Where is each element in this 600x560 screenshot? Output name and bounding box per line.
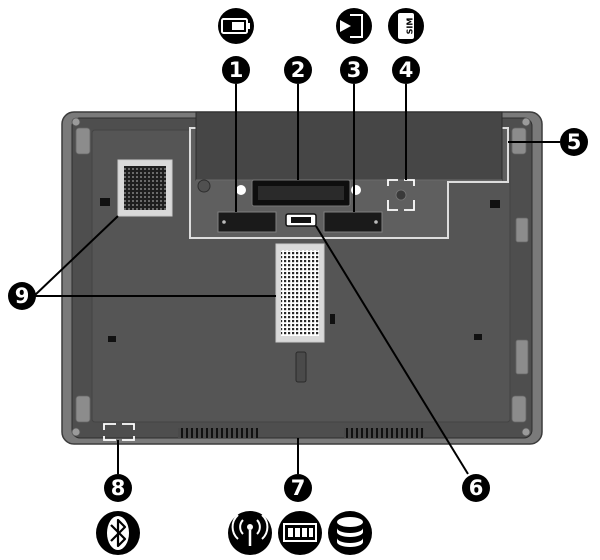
battery-release-latch (217, 211, 277, 233)
battery-insert-icon (336, 8, 372, 44)
callout-6-label: 6 (469, 476, 484, 500)
callout-7-label: 7 (291, 476, 306, 500)
callout-4-label: 4 (399, 58, 414, 82)
speaker-vents (178, 428, 424, 438)
battery-bay (197, 179, 361, 207)
callout-1: 1 (222, 56, 250, 84)
docking-connector (285, 213, 317, 227)
hard-drive-icon (328, 511, 372, 555)
callout-6: 6 (462, 474, 490, 502)
vent-left (117, 159, 173, 217)
callout-2: 2 (284, 56, 312, 84)
leader-lines (33, 84, 560, 475)
callout-3: 3 (340, 56, 368, 84)
vent-center (275, 243, 325, 343)
battery-icon (218, 8, 254, 44)
callout-7: 7 (284, 474, 312, 502)
callout-9: 9 (8, 282, 36, 310)
wireless-icon (228, 511, 272, 555)
callout-1-label: 1 (229, 58, 244, 82)
body-details (100, 198, 500, 383)
callout-8-label: 8 (111, 476, 126, 500)
callout-8: 8 (104, 474, 132, 502)
callout-3-label: 3 (347, 58, 362, 82)
callout-5: 5 (560, 128, 588, 156)
sim-icon: SIM (388, 8, 424, 44)
sim-icon-label: SIM (406, 18, 415, 35)
callout-4: 4 (392, 56, 420, 84)
service-door-release-latch (323, 211, 383, 233)
callout-5-label: 5 (567, 130, 582, 154)
memory-icon (278, 511, 322, 555)
callout-9-label: 9 (15, 284, 30, 308)
bluetooth-compartment (103, 423, 135, 441)
callout-2-label: 2 (291, 58, 306, 82)
sim-slot (387, 179, 415, 211)
bluetooth-icon (96, 511, 140, 555)
